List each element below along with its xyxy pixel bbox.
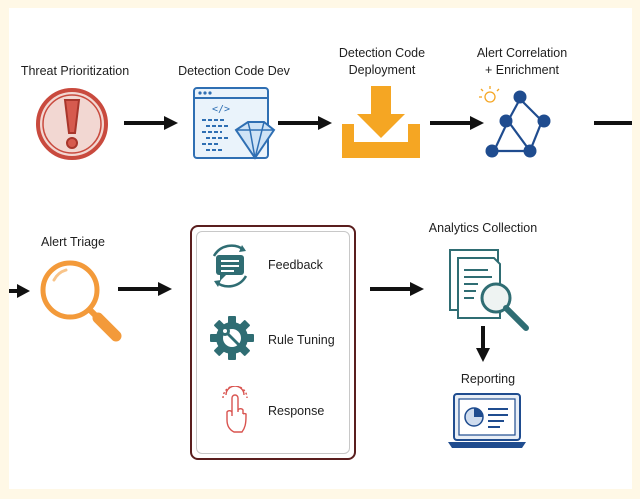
arrow-deployment-to-correlation xyxy=(430,116,484,130)
label-threat-prioritization: Threat Prioritization xyxy=(20,64,130,78)
label-response: Response xyxy=(268,404,325,418)
arrow-threat-to-dev xyxy=(124,116,178,130)
laptop-dashboard-icon xyxy=(448,393,526,448)
gear-wrench-icon xyxy=(210,316,254,360)
arrow-actions-to-analytics xyxy=(370,282,424,296)
svg-text:</>: </> xyxy=(212,104,230,115)
label-detection-code-deployment-line1: Detection Code xyxy=(338,46,426,60)
arrow-into-triage xyxy=(9,284,30,298)
label-detection-code-deployment-line2: Deployment xyxy=(348,63,416,77)
label-alert-correlation-line1: Alert Correlation xyxy=(476,46,568,60)
actions-group-inner xyxy=(196,231,350,454)
label-alert-correlation-line2: + Enrichment xyxy=(485,63,559,77)
label-rule-tuning: Rule Tuning xyxy=(268,333,335,347)
label-detection-code-dev: Detection Code Dev xyxy=(178,64,290,78)
network-graph-icon xyxy=(479,86,551,158)
download-tray-icon xyxy=(342,86,420,158)
arrow-triage-to-actions xyxy=(118,282,172,296)
exclamation-icon xyxy=(36,88,108,160)
magnifier-icon xyxy=(40,260,122,342)
label-feedback: Feedback xyxy=(268,258,323,272)
chat-cycle-icon xyxy=(212,244,248,288)
arrow-correlation-continue xyxy=(594,121,632,125)
touch-hand-icon xyxy=(222,386,248,433)
document-search-icon xyxy=(449,249,529,331)
label-reporting: Reporting xyxy=(460,372,516,386)
label-alert-triage: Alert Triage xyxy=(41,235,105,249)
arrow-analytics-to-reporting xyxy=(476,326,490,362)
label-analytics-collection: Analytics Collection xyxy=(428,221,538,235)
arrow-dev-to-deployment xyxy=(278,116,332,130)
code-window-diamond-icon: </> xyxy=(193,87,276,160)
